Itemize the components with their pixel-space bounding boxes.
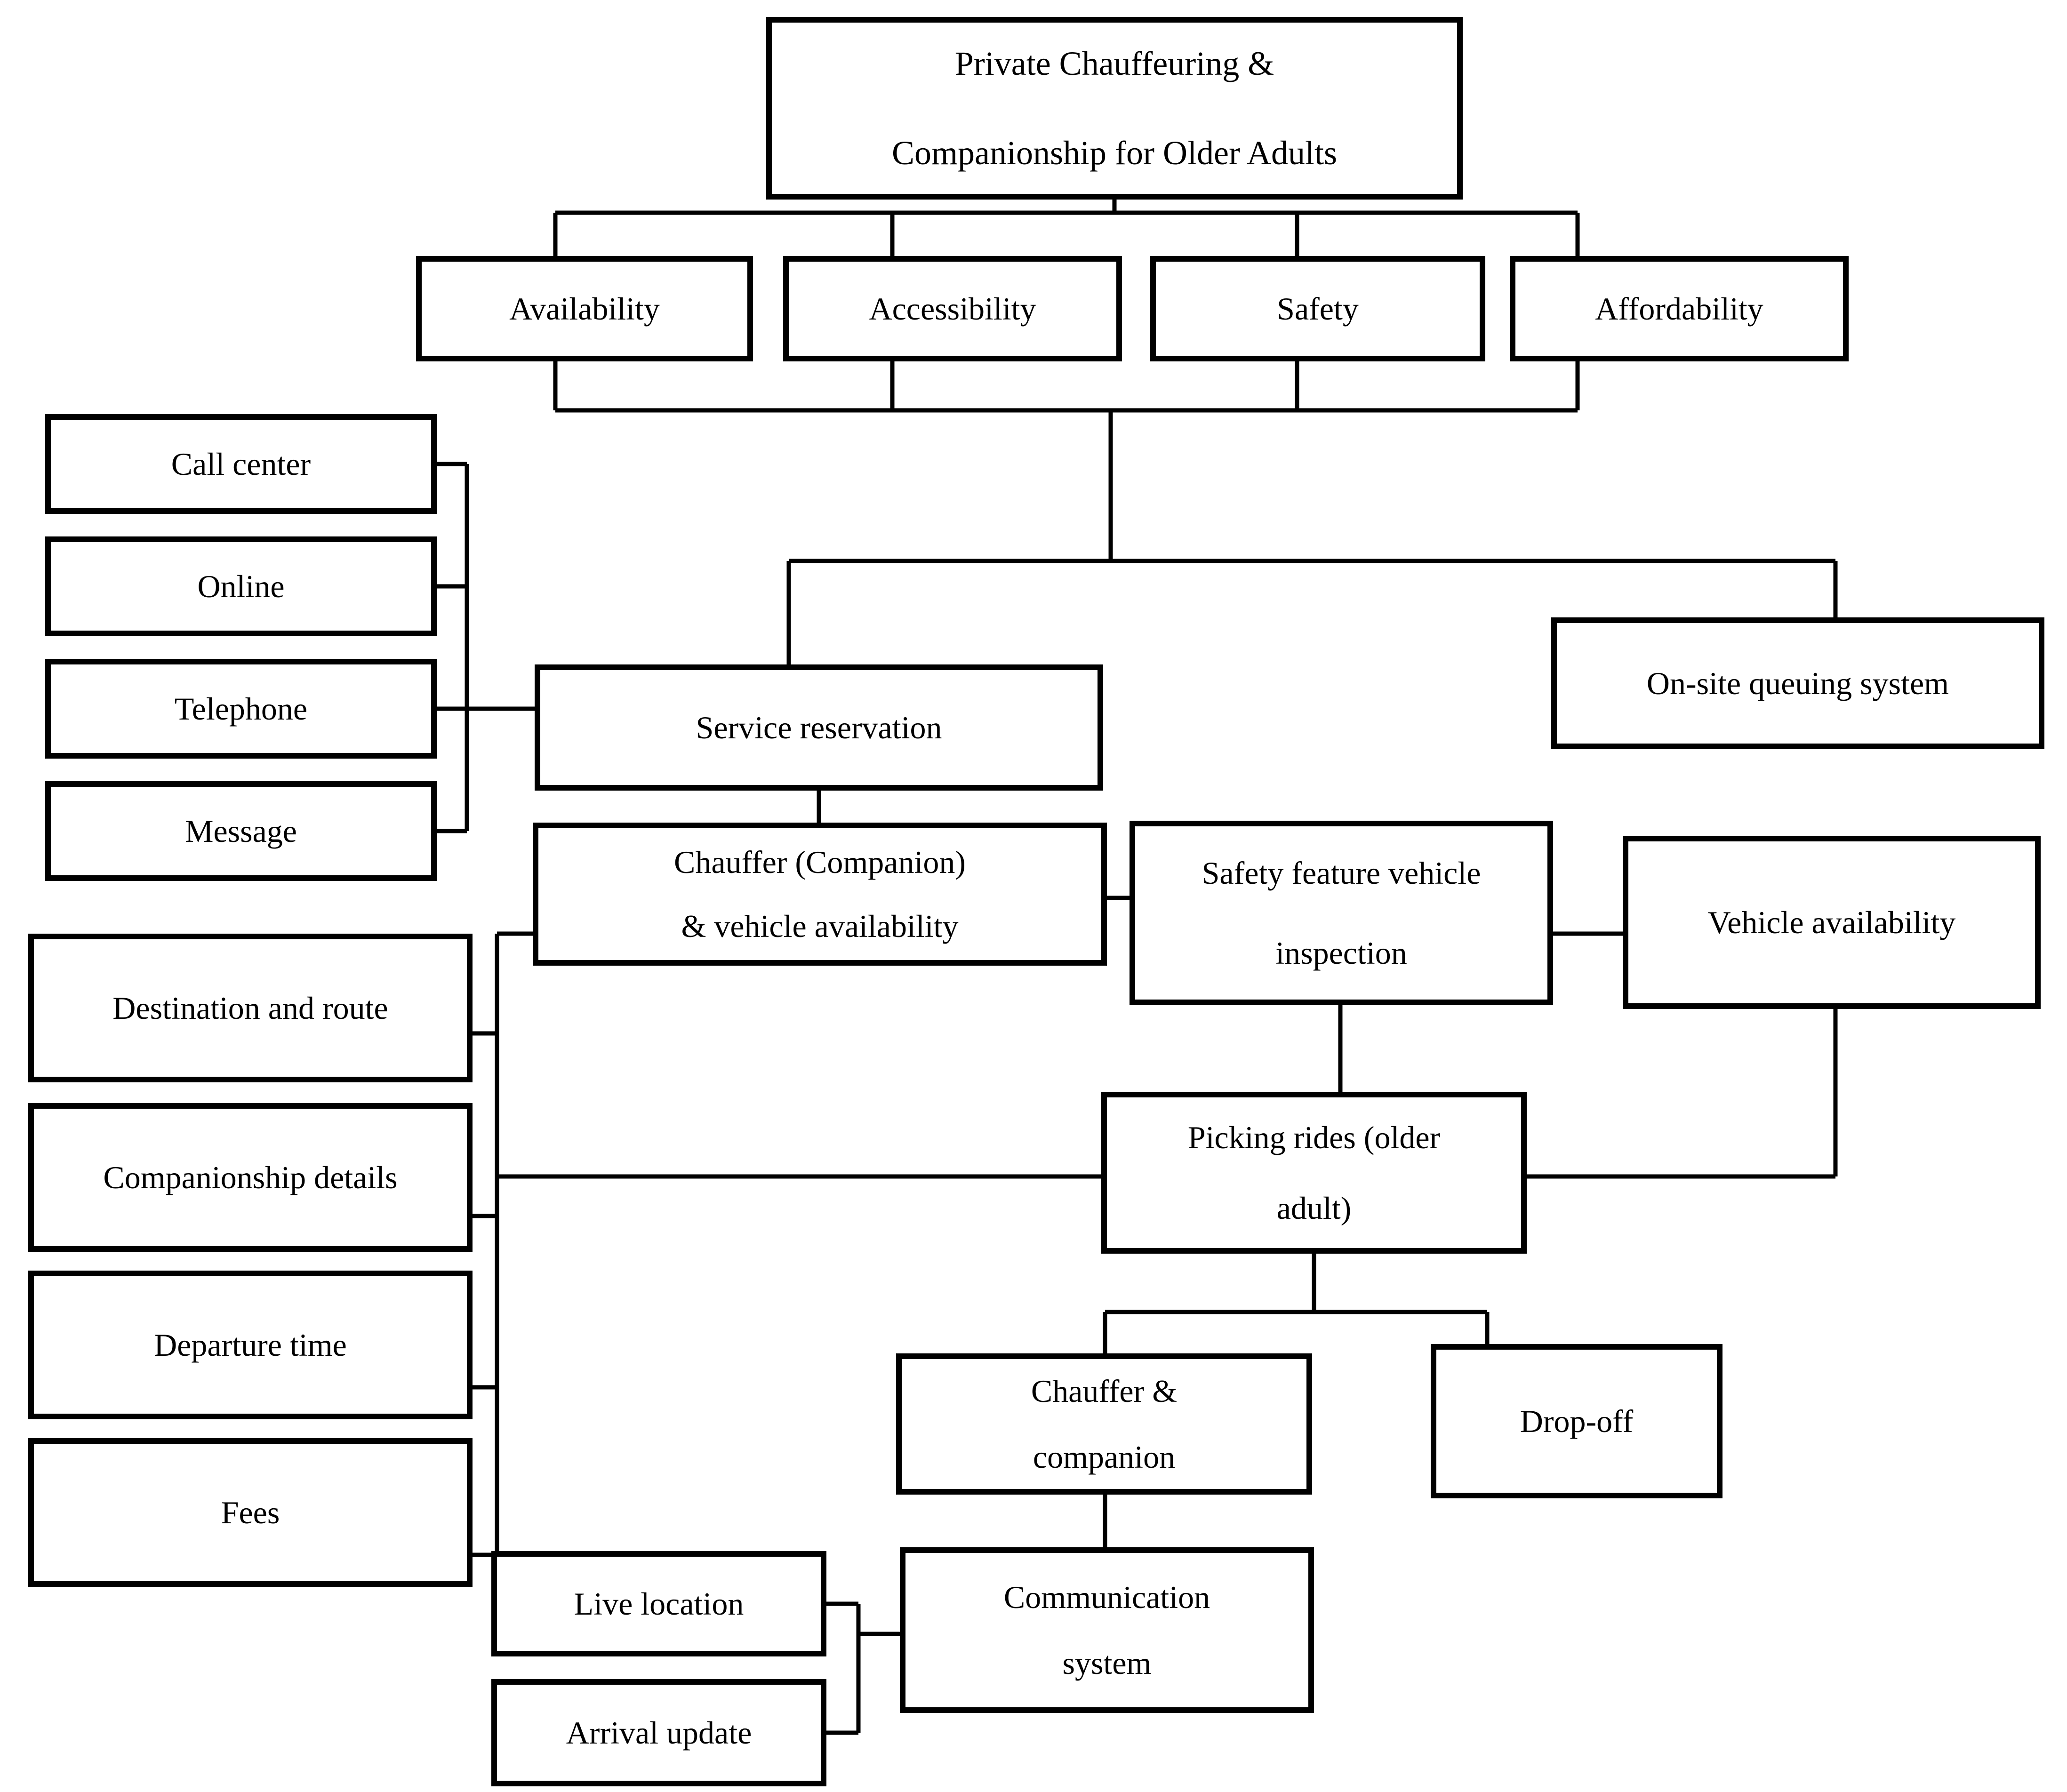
- node-safety-label: Safety: [1277, 290, 1359, 327]
- node-communication-system-line1: Communication: [1003, 1579, 1210, 1615]
- node-chauffer-companion-line1: Chauffer &: [1031, 1373, 1178, 1409]
- node-live-location: Live location: [491, 1551, 826, 1656]
- node-drop-off-label: Drop-off: [1520, 1403, 1634, 1439]
- node-safety: Safety: [1150, 256, 1485, 361]
- node-arrival-update-label: Arrival update: [566, 1714, 752, 1751]
- node-safety-inspection-line1: Safety feature vehicle: [1202, 855, 1481, 891]
- node-root: Private Chauffeuring & Companionship for…: [766, 17, 1463, 200]
- node-service-reservation-label: Service reservation: [696, 709, 942, 745]
- node-message: Message: [45, 781, 437, 881]
- node-affordability: Affordability: [1510, 256, 1849, 361]
- node-vehicle-availability: Vehicle availability: [1623, 836, 2041, 1009]
- node-message-label: Message: [185, 813, 297, 849]
- node-safety-inspection: Safety feature vehicle inspection: [1130, 821, 1553, 1005]
- node-chauffer-companion-line2: companion: [1033, 1439, 1176, 1475]
- node-root-line1: Private Chauffeuring &: [954, 45, 1274, 82]
- node-call-center-label: Call center: [171, 446, 311, 482]
- node-communication-system-line2: system: [1062, 1645, 1152, 1681]
- node-chauffer-vehicle: Chauffer (Companion) & vehicle availabil…: [533, 823, 1107, 966]
- node-companionship-details: Companionship details: [28, 1103, 473, 1252]
- node-telephone: Telephone: [45, 659, 437, 759]
- node-arrival-update: Arrival update: [491, 1679, 826, 1786]
- node-picking-rides: Picking rides (older adult): [1101, 1092, 1527, 1254]
- node-call-center: Call center: [45, 414, 437, 514]
- node-chauffer-companion: Chauffer & companion: [896, 1353, 1312, 1495]
- node-online-label: Online: [197, 568, 285, 604]
- node-picking-rides-line2: adult): [1276, 1190, 1352, 1226]
- node-accessibility: Accessibility: [783, 256, 1122, 361]
- node-root-line2: Companionship for Older Adults: [892, 134, 1337, 172]
- node-picking-rides-line1: Picking rides (older: [1187, 1120, 1441, 1155]
- node-fees: Fees: [28, 1438, 473, 1587]
- node-chauffer-vehicle-line2: & vehicle availability: [681, 908, 959, 944]
- node-safety-inspection-line2: inspection: [1275, 935, 1407, 971]
- node-availability: Availability: [416, 256, 753, 361]
- node-departure-time: Departure time: [28, 1271, 473, 1419]
- node-companionship-details-label: Companionship details: [103, 1159, 398, 1195]
- node-drop-off: Drop-off: [1431, 1344, 1722, 1498]
- node-availability-label: Availability: [509, 290, 660, 327]
- node-chauffer-vehicle-line1: Chauffer (Companion): [673, 844, 966, 880]
- node-live-location-label: Live location: [574, 1585, 744, 1622]
- node-destination-route: Destination and route: [28, 934, 473, 1082]
- node-telephone-label: Telephone: [174, 690, 308, 727]
- node-service-reservation: Service reservation: [535, 664, 1103, 791]
- node-communication-system: Communication system: [900, 1547, 1314, 1713]
- node-departure-time-label: Departure time: [154, 1327, 347, 1363]
- node-accessibility-label: Accessibility: [869, 290, 1036, 327]
- node-destination-route-label: Destination and route: [112, 990, 388, 1026]
- node-vehicle-availability-label: Vehicle availability: [1707, 904, 1956, 940]
- node-fees-label: Fees: [221, 1494, 280, 1530]
- node-online: Online: [45, 536, 437, 636]
- node-onsite-queuing: On-site queuing system: [1551, 617, 2044, 749]
- node-onsite-queuing-label: On-site queuing system: [1646, 665, 1949, 701]
- node-affordability-label: Affordability: [1595, 290, 1763, 327]
